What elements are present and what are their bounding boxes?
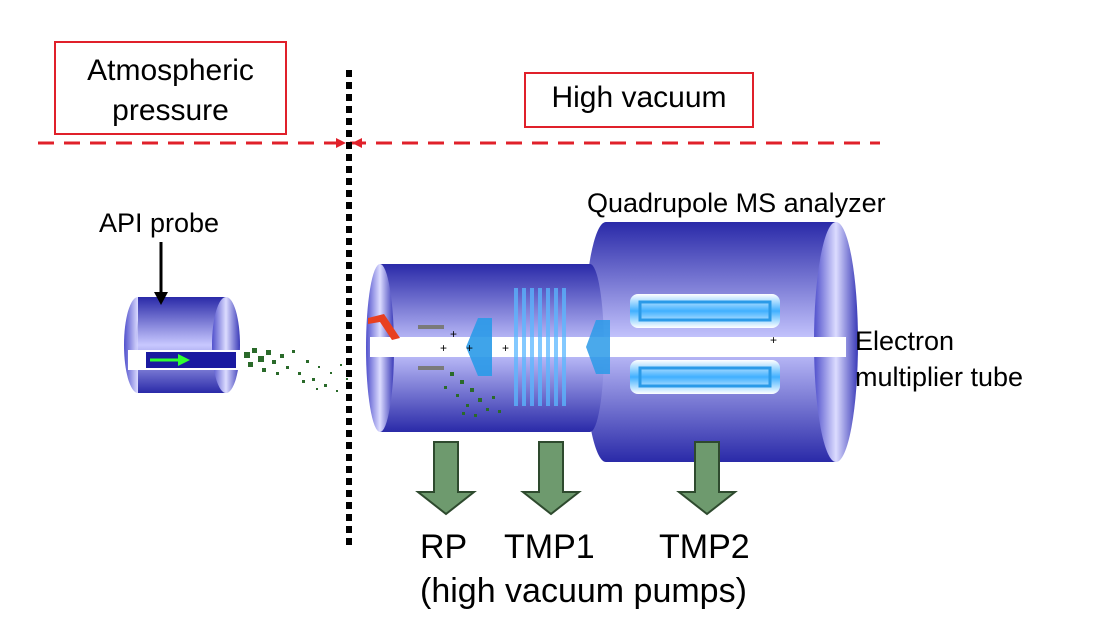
svg-text:+: + [450, 327, 457, 341]
svg-text:+: + [440, 341, 447, 355]
pump-tmp1-label: TMP1 [504, 528, 595, 566]
detector-label-line2: multiplier tube [855, 362, 1024, 392]
lens-plate-lower [418, 366, 444, 370]
high-vacuum-box: High vacuum [524, 72, 754, 128]
api-probe [124, 297, 240, 393]
pump-tmp2-label: TMP2 [659, 528, 750, 566]
detector-label-line1: Electron [855, 326, 955, 356]
neutral-droplets [444, 372, 501, 417]
pump-arrow-rp [415, 441, 477, 516]
ion-lens-cone-1 [466, 318, 492, 376]
pumps-caption: (high vacuum pumps) [420, 572, 747, 610]
lens-plate-upper [418, 325, 444, 329]
skimmer [368, 314, 400, 340]
analyzer-label: Quadrupole MS analyzer [587, 188, 886, 218]
svg-text:+: + [502, 341, 509, 355]
svg-text:+: + [770, 333, 777, 347]
api-probe-label: API probe [99, 208, 220, 238]
boundary-arrowheads [336, 138, 362, 148]
ion-guide-stack [514, 288, 566, 406]
atmospheric-pressure-box: Atmospheric pressure [54, 41, 287, 135]
pump-arrow-tmp2 [676, 441, 738, 516]
ion-spray [244, 348, 348, 392]
svg-text:+: + [466, 341, 473, 355]
quadrupole-rods [630, 294, 780, 394]
pump-arrow-tmp1 [520, 441, 582, 516]
ion-lens-cone-2 [586, 320, 610, 374]
pump-rp-label: RP [420, 528, 468, 566]
ion-charges: + + + + + [440, 327, 777, 355]
